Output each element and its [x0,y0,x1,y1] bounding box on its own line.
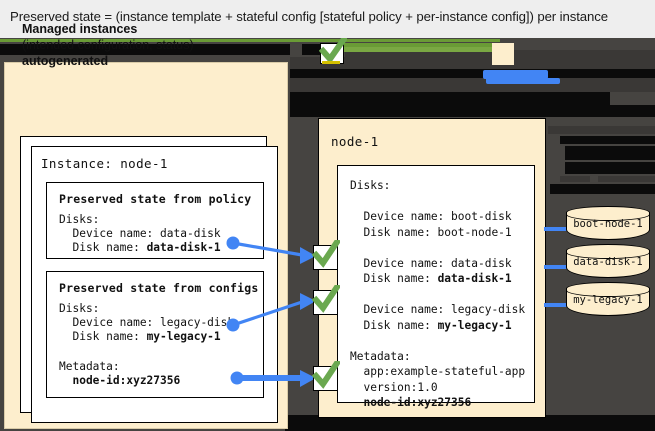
panel-subtitle: (intended configuration, status) [22,38,194,52]
right-data-device: Device name: data-disk [350,256,512,270]
right-legacy-disk-name: my-legacy-1 [437,318,512,332]
configs-metadata-nodeid: node-id:xyz27356 [59,374,181,387]
redaction-bar [290,78,655,92]
green-rule [0,39,500,42]
banner-cream-square [492,43,514,65]
disk-label: boot-node-1 [573,218,643,230]
redaction-bar [510,50,655,59]
policy-box-title: Preserved state from policy [59,192,252,206]
banner-underline [322,61,340,64]
green-rule [335,47,505,52]
right-metadata-label: Metadata: [350,349,411,363]
redaction-bar [290,69,655,78]
policy-disk-name: data-disk-1 [146,241,221,254]
redaction-bar [290,92,610,105]
disk-top [566,244,650,259]
panel-title: Managed instances [22,22,138,36]
blue-scribble-mark [486,76,516,84]
right-disks-header: Disks: [350,179,391,192]
disk-top [566,206,650,221]
redaction-bar [548,126,655,134]
redaction-bar [550,184,655,194]
disk-label: my-legacy-1 [573,294,643,306]
redaction-bar [598,176,655,182]
checkmark-icon [312,240,340,268]
actual-instance-details-box: Disks: Device name: boot-disk Disk name:… [337,165,535,409]
redaction-bar [285,415,655,431]
blue-scribble-mark [483,70,548,79]
right-legacy-disk-prefix: Disk name: [350,318,438,332]
policy-lines-text: Disks: Device name: data-disk Disk name: [59,213,221,254]
disk-cylinder-my-legacy-1: my-legacy-1 [566,282,650,316]
redaction-bar [560,136,655,144]
check-badge-legacy-disk [312,285,340,315]
redaction-bar [345,52,505,59]
check-badge-banner [319,38,347,64]
configs-disks-text: Disks: Device name: legacy-disk Disk nam… [59,302,235,343]
configs-box-metadata: Metadata: node-id:xyz27356 [59,360,180,388]
configs-box-title: Preserved state from configs [59,281,259,295]
right-node-label: node-1 [331,134,379,149]
right-legacy-device: Device name: legacy-disk [350,303,526,316]
configs-metadata-label: Metadata: [59,360,120,373]
redaction-bar [290,57,655,69]
blue-scribble-mark [498,78,560,84]
preserved-state-policy-box: Preserved state from policy Disks: Devic… [46,182,264,259]
right-boot-device: Device name: boot-disk [350,210,512,223]
redaction-bar [290,105,655,117]
right-data-disk-prefix: Disk name: [350,272,438,285]
disk-cylinder-data-disk-1: data-disk-1 [566,244,650,278]
policy-box-lines: Disks: Device name: data-disk Disk name:… [59,213,221,255]
right-metadata-nodeid: node-id:xyz27356 [350,396,472,409]
redaction-bar [0,44,290,55]
right-boot-disk: Disk name: boot-node-1 [350,225,512,239]
right-metadata-app: app:example-stateful-app [350,365,526,378]
disk-connector-data [544,265,568,269]
redaction-bar [565,162,655,174]
caption-text: Preserved state = (instance template + s… [10,9,608,24]
panel-autogenerated-label: autogenerated [22,54,109,68]
disk-connector-legacy [544,303,568,307]
disk-connector-boot [544,227,568,231]
disk-label: data-disk-1 [573,256,643,268]
right-metadata-version: version:1.0 [350,380,438,394]
green-rule [335,43,500,49]
preserved-state-configs-box: Preserved state from configs Disks: Devi… [46,271,264,398]
redaction-bar [302,44,327,55]
redaction-bar [560,176,590,182]
checkmark-icon [312,285,340,313]
instance-label: Instance: node-1 [41,156,168,171]
disk-top [566,282,650,297]
actual-instance-text: Disks: Device name: boot-disk Disk name:… [350,178,525,411]
check-badge-data-disk [312,240,340,270]
check-badge-node-id [312,361,340,391]
checkmark-icon [319,38,347,64]
redaction-bar [565,146,655,160]
caption-band: Preserved state = (instance template + s… [0,0,655,38]
disk-cylinder-boot-node-1: boot-node-1 [566,206,650,240]
configs-disk-name: my-legacy-1 [146,330,221,343]
checkmark-icon [312,361,340,389]
right-data-disk-name: data-disk-1 [437,272,512,285]
configs-box-disks: Disks: Device name: legacy-disk Disk nam… [59,302,234,344]
